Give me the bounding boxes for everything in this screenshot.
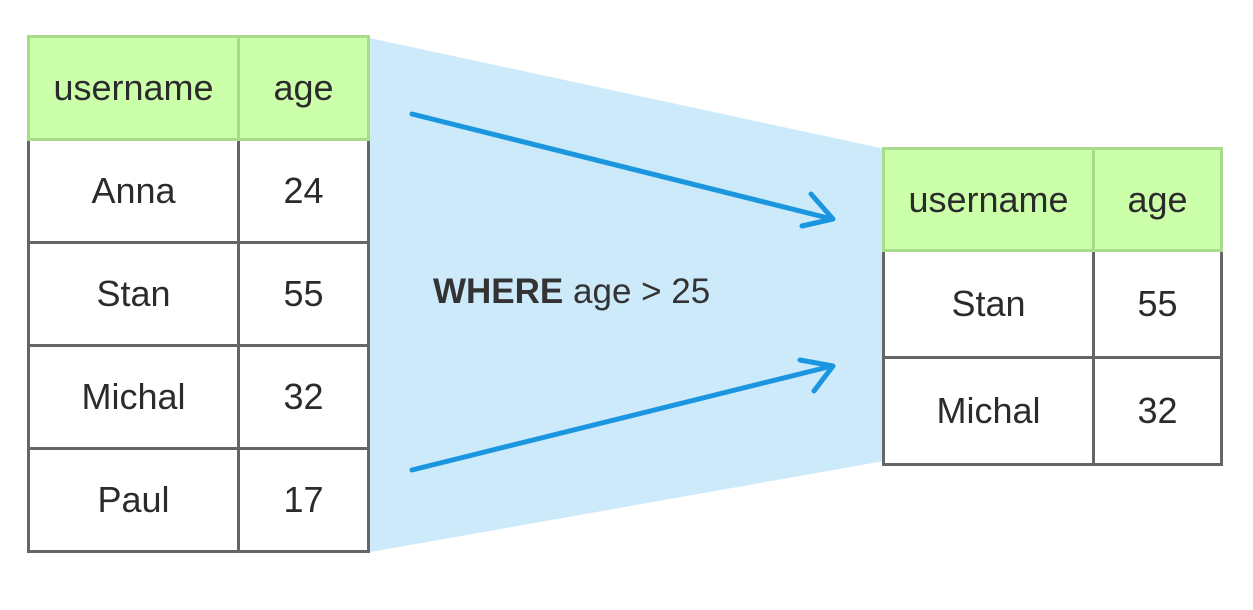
result-table-row: Michal 32	[882, 356, 1223, 466]
source-cell-age: 32	[237, 344, 370, 450]
result-table: username age Stan 55 Michal 32	[882, 147, 1223, 466]
funnel-shape	[365, 37, 890, 553]
source-table-row: Paul 17	[27, 447, 370, 553]
source-table-row: Michal 32	[27, 344, 370, 450]
arrow-right-icon	[409, 111, 836, 229]
source-cell-username: Michal	[27, 344, 240, 450]
source-header-age: age	[237, 35, 370, 141]
result-cell-age: 32	[1092, 356, 1223, 466]
filter-condition: age > 25	[573, 272, 711, 311]
source-cell-age: 55	[237, 241, 370, 347]
result-table-row: Stan 55	[882, 249, 1223, 359]
source-table-row: Anna 24	[27, 138, 370, 244]
source-header-username: username	[27, 35, 240, 141]
result-cell-username: Stan	[882, 249, 1095, 359]
source-cell-username: Anna	[27, 138, 240, 244]
result-cell-username: Michal	[882, 356, 1095, 466]
bottom-arrow-shaft	[409, 364, 831, 473]
source-cell-username: Stan	[27, 241, 240, 347]
bottom-arrow-head	[797, 357, 836, 394]
result-header-username: username	[882, 147, 1095, 252]
top-arrow-head	[799, 191, 836, 229]
result-table-header-row: username age	[882, 147, 1223, 252]
filter-condition-label: WHERE age > 25	[433, 272, 710, 312]
arrow-right-icon	[409, 357, 836, 473]
result-header-age: age	[1092, 147, 1223, 252]
filter-keyword: WHERE	[433, 272, 564, 311]
result-cell-age: 55	[1092, 249, 1223, 359]
source-cell-username: Paul	[27, 447, 240, 553]
source-table-row: Stan 55	[27, 241, 370, 347]
source-cell-age: 17	[237, 447, 370, 553]
top-arrow-shaft	[409, 111, 831, 221]
source-table-header-row: username age	[27, 35, 370, 141]
source-cell-age: 24	[237, 138, 370, 244]
source-table: username age Anna 24 Stan 55 Michal 32 P…	[27, 35, 370, 553]
